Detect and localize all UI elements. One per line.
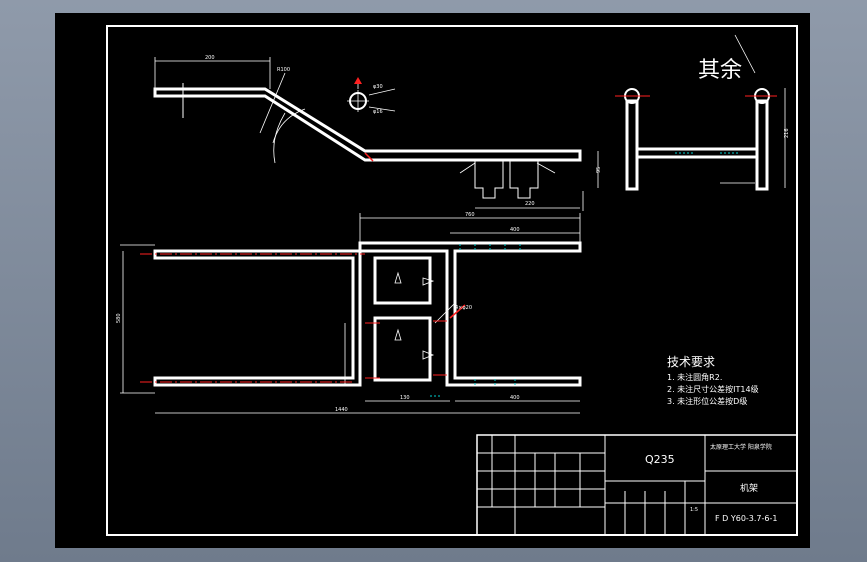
drawing-border <box>106 25 798 536</box>
scale-label: 1:5 <box>690 507 698 513</box>
drawing-canvas: 200 95 220 φ30 φ16 R100 216 其余 <box>55 13 810 548</box>
cad-drawing: 200 95 220 φ30 φ16 R100 216 其余 <box>106 25 798 536</box>
rest-note: 其余 <box>698 58 742 83</box>
top-view-dims <box>120 213 581 414</box>
part-name-label: 机架 <box>740 482 758 494</box>
svg-text:1440: 1440 <box>335 407 348 413</box>
tech-requirements: 技术要求 1. 未注圆角R2. 2. 未注尺寸公差按IT14级 3. 未注形位公… <box>667 355 759 406</box>
title-block <box>476 434 798 536</box>
svg-text:φ16: φ16 <box>373 109 383 115</box>
svg-text:760: 760 <box>465 212 475 218</box>
tech-requirements-title: 技术要求 <box>667 355 715 369</box>
svg-text:200: 200 <box>205 55 215 61</box>
svg-text:216: 216 <box>784 128 790 138</box>
tech-requirement-item: 2. 未注尺寸公差按IT14级 <box>667 384 759 394</box>
svg-text:95: 95 <box>596 167 602 173</box>
svg-text:φ30: φ30 <box>373 84 383 90</box>
svg-text:400: 400 <box>510 227 520 233</box>
drawing-number-label: F D Y60-3.7-6-1 <box>715 514 777 523</box>
tech-requirement-item: 1. 未注圆角R2. <box>667 372 722 382</box>
tech-requirement-item: 3. 未注形位公差按D级 <box>667 396 747 406</box>
svg-text:R100: R100 <box>277 67 290 73</box>
side-view <box>153 57 599 211</box>
end-view <box>624 34 786 191</box>
svg-text:4×φ20: 4×φ20 <box>455 305 472 311</box>
school-label: 太原理工大学 阳泉学院 <box>710 443 772 451</box>
svg-text:130: 130 <box>400 395 410 401</box>
top-view <box>153 241 582 387</box>
svg-text:400: 400 <box>510 395 520 401</box>
material-label: Q235 <box>645 453 675 466</box>
svg-text:220: 220 <box>525 201 535 207</box>
svg-text:580: 580 <box>116 313 122 323</box>
hidden-holes <box>430 244 521 397</box>
